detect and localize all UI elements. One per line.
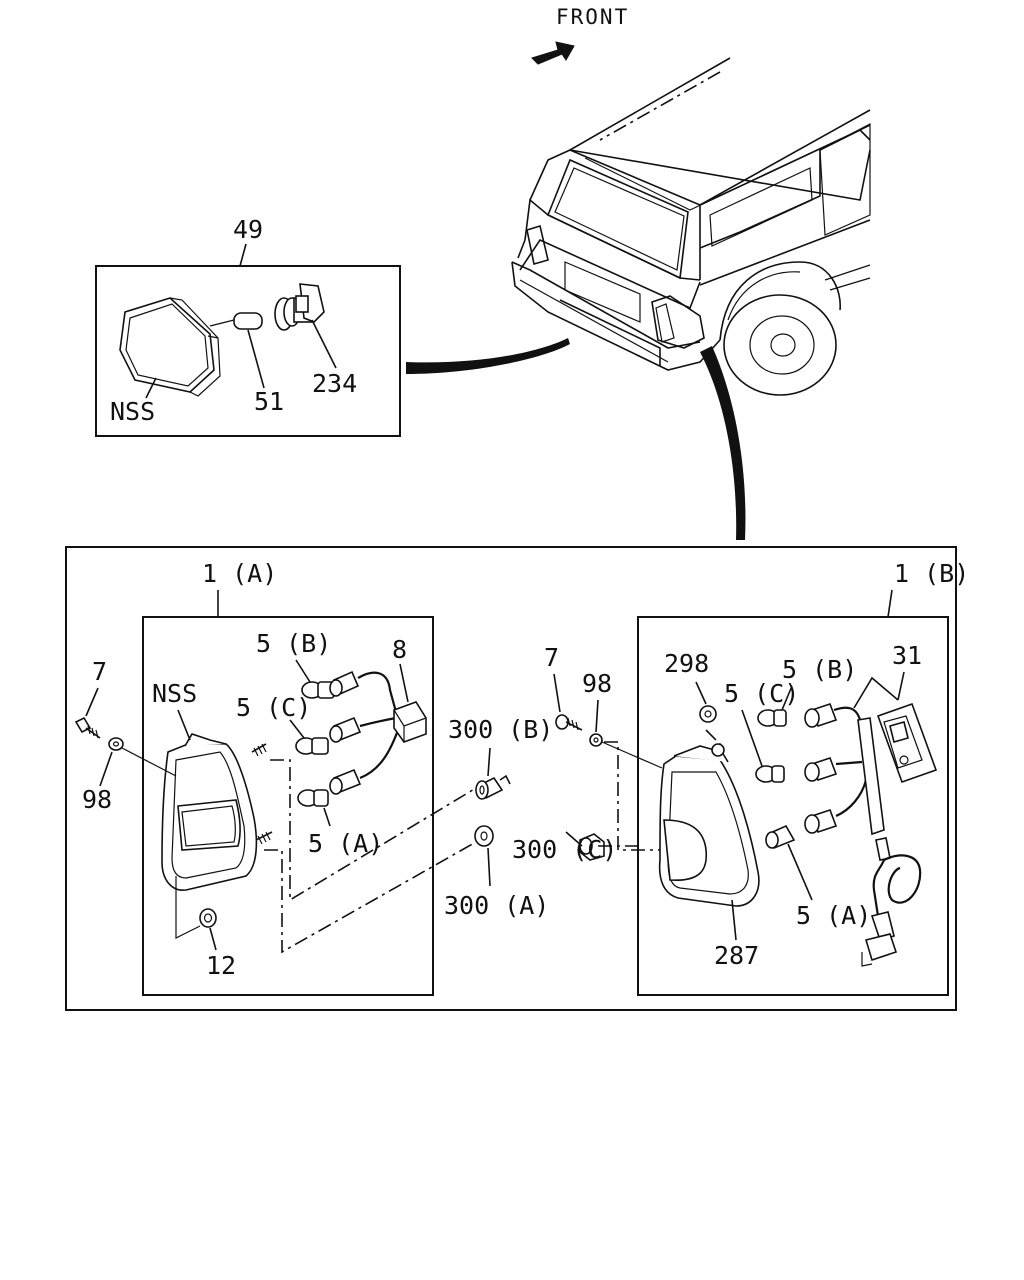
screw-7-mid <box>555 714 583 731</box>
harness-8 <box>329 670 427 795</box>
tail-lamp-assembly-right: 1 (B) 287 298 5 (B) <box>598 559 969 996</box>
callout-300c: 300 (C) <box>512 835 617 864</box>
front-label: FRONT <box>556 5 629 29</box>
bulb-5b-right <box>757 709 787 727</box>
side-marker-box <box>95 265 401 437</box>
front-arrow-icon <box>531 41 575 65</box>
callout-nss-left: NSS <box>152 679 197 708</box>
callout-300a: 300 (A) <box>444 891 549 920</box>
tail-lamp-left <box>161 733 258 891</box>
harness-31 <box>804 702 938 967</box>
tail-lamp-assembly-left: 1 (A) NSS 7 <box>74 559 434 996</box>
connector-line-300b <box>270 759 477 902</box>
callout-5a-left: 5 (A) <box>308 829 383 858</box>
connector-line-300a <box>264 841 477 954</box>
callout-234: 234 <box>312 369 357 398</box>
callout-5b-right: 5 (B) <box>782 655 857 684</box>
bulb-5b-left <box>301 681 335 699</box>
bulb-51 <box>209 312 263 330</box>
washer-98-left <box>108 737 124 751</box>
lamp-screw-lower <box>255 831 273 845</box>
tail-lamp-right <box>658 743 760 907</box>
grommet-300a <box>474 825 494 847</box>
callout-1a: 1 (A) <box>202 559 277 588</box>
front-indicator: FRONT <box>531 5 629 65</box>
callout-8: 8 <box>392 635 407 664</box>
callout-5a-right: 5 (A) <box>796 901 871 930</box>
callout-nss-top: NSS <box>110 397 155 426</box>
lamp-screw-upper <box>251 743 267 757</box>
left-assembly-box <box>142 616 434 996</box>
bulb-5a-left <box>297 789 329 807</box>
leader-to-tail-lamp <box>700 346 746 540</box>
screw-7-left <box>74 716 101 739</box>
callout-7-left: 7 <box>92 657 107 686</box>
callout-1b: 1 (B) <box>894 559 969 588</box>
callout-5b-left: 5 (B) <box>256 629 331 658</box>
grommet-300b <box>475 774 511 800</box>
callout-98-left: 98 <box>82 785 112 814</box>
callout-5c-left: 5 (C) <box>236 693 311 722</box>
bulb-5c-right <box>755 765 785 783</box>
side-marker-lamp <box>119 297 221 397</box>
callout-5c-right: 5 (C) <box>724 679 799 708</box>
leader-to-side-marker <box>406 338 570 374</box>
callout-49: 49 <box>233 215 263 244</box>
callout-7-mid: 7 <box>544 643 559 672</box>
callout-98-mid: 98 <box>582 669 612 698</box>
callout-300b: 300 (B) <box>448 715 553 744</box>
callout-12: 12 <box>206 951 236 980</box>
bulb-5a-right <box>765 824 796 850</box>
bulb-holder-298 <box>699 705 717 723</box>
washer-98-mid <box>589 733 603 747</box>
tail-lamp-main-box <box>65 546 957 1011</box>
right-assembly-box <box>637 616 949 996</box>
callout-287: 287 <box>714 941 759 970</box>
callout-51: 51 <box>254 387 284 416</box>
callout-298: 298 <box>664 649 709 678</box>
vehicle-rear-view <box>511 57 871 396</box>
side-marker-assembly: 49 NSS 51 234 <box>95 215 401 437</box>
bulb-5c-left <box>295 737 329 755</box>
nut-12 <box>199 908 217 928</box>
grommet-300c <box>579 833 605 861</box>
socket-234 <box>274 283 325 331</box>
callout-31: 31 <box>892 641 922 670</box>
